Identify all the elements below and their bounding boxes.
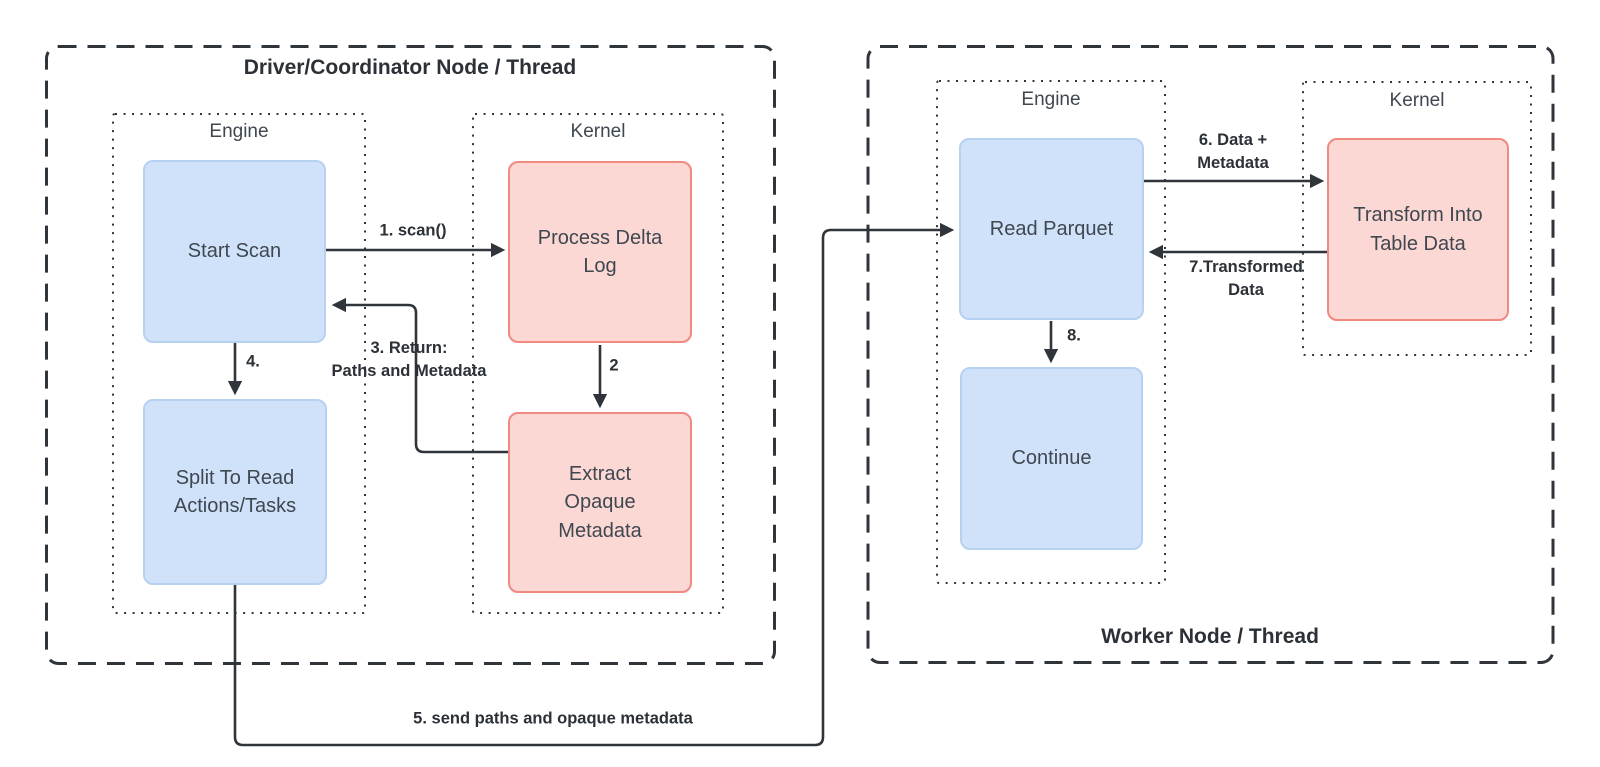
node-transform-table-data: Transform Into Table Data — [1327, 138, 1509, 321]
edge-label-data-metadata: 6. Data + Metadata — [1197, 130, 1269, 172]
edge-label-process-to-extract: 2 — [609, 356, 619, 375]
node-split-tasks-label: Split To Read Actions/Tasks — [173, 466, 297, 517]
node-continue-label: Continue — [1011, 447, 1092, 470]
node-extract-opaque-metadata: Extract Opaque Metadata — [508, 412, 692, 593]
driver-kernel-boundary — [472, 113, 724, 614]
edge-label-to-continue: 8. — [1067, 326, 1081, 345]
driver-engine-label: Engine — [209, 121, 269, 142]
driver-node-title: Driver/Coordinator Node / Thread — [243, 56, 577, 79]
node-read-parquet-label: Read Parquet — [989, 217, 1114, 240]
driver-node-boundary — [45, 45, 776, 665]
edge-label-return-paths: 3. Return: Paths and Metadata — [331, 338, 487, 380]
node-transform-table-data-label: Transform Into Table Data — [1353, 204, 1483, 255]
worker-node-title: Worker Node / Thread — [1101, 625, 1319, 648]
worker-engine-boundary — [936, 80, 1166, 584]
node-process-delta-log-label: Process Delta Log — [537, 226, 663, 277]
driver-kernel-label: Kernel — [570, 121, 626, 142]
worker-kernel-boundary — [1302, 81, 1532, 356]
worker-node-boundary — [866, 45, 1555, 664]
node-start-scan-label: Start Scan — [187, 240, 282, 263]
edge-label-send-paths: 5. send paths and opaque metadata — [413, 709, 693, 728]
edge-label-transformed-data: 7.Transformed Data — [1189, 257, 1303, 299]
node-process-delta-log: Process Delta Log — [508, 161, 692, 343]
node-extract-opaque-metadata-label: Extract Opaque Metadata — [558, 462, 642, 542]
node-continue: Continue — [960, 367, 1143, 550]
worker-engine-label: Engine — [1021, 89, 1081, 110]
edge-label-scan: 1. scan() — [379, 221, 447, 240]
node-read-parquet: Read Parquet — [959, 138, 1144, 320]
node-split-tasks: Split To Read Actions/Tasks — [143, 399, 327, 585]
arrow-send-paths — [233, 222, 955, 747]
worker-kernel-label: Kernel — [1389, 90, 1445, 111]
node-start-scan: Start Scan — [143, 160, 326, 343]
edge-label-to-split: 4. — [246, 352, 260, 371]
arrow-return-paths — [331, 297, 508, 454]
